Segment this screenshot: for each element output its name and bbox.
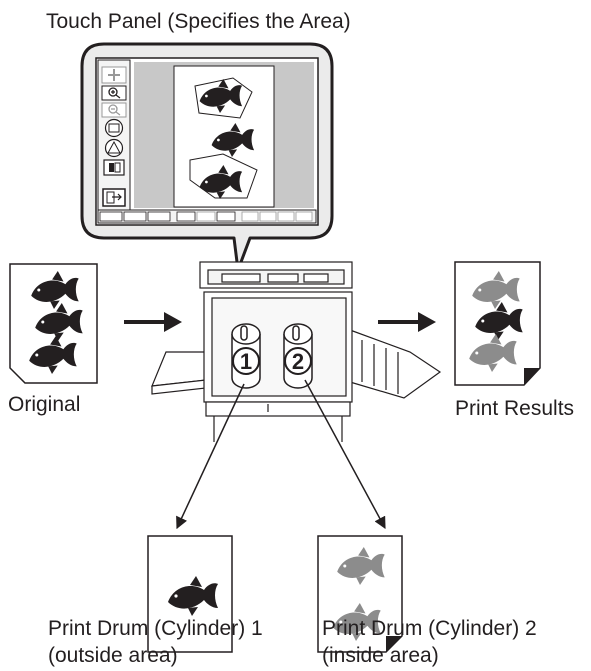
touch-panel-preview <box>134 62 314 208</box>
drum-2-number: 2 <box>292 349 304 374</box>
exit-icon[interactable] <box>102 188 126 207</box>
drum-2-subcaption: (inside area) <box>322 644 439 667</box>
drum-1-subcaption: (outside area) <box>48 644 178 667</box>
area-polygon <box>189 153 258 199</box>
drum-2-caption: Print Drum (Cylinder) 2 <box>322 617 537 640</box>
add-button[interactable] <box>176 211 196 222</box>
arrow-right-icon <box>124 312 182 332</box>
nudge-right-button[interactable] <box>295 211 313 222</box>
nudge-left-button[interactable] <box>241 211 259 222</box>
remove-button[interactable] <box>196 211 216 222</box>
output-tray <box>349 329 442 399</box>
zoom-in-icon[interactable] <box>101 85 127 101</box>
print-drum-1 <box>231 323 261 389</box>
touch-panel-callout <box>80 42 334 272</box>
print-results-document <box>454 261 541 386</box>
polygon-area-icon[interactable] <box>104 138 124 158</box>
drum-2-output-page <box>317 535 403 653</box>
nudge-down-button[interactable] <box>277 211 295 222</box>
drum-1-caption: Print Drum (Cylinder) 1 <box>48 617 263 640</box>
touch-panel-bottom-toolbar <box>97 209 317 224</box>
scan-button[interactable] <box>123 211 147 222</box>
drum-number-badge <box>232 347 260 375</box>
page-icon[interactable] <box>103 159 125 176</box>
print-drum-2 <box>283 323 313 389</box>
drum-2-arrow <box>304 379 386 530</box>
keypad-button[interactable] <box>99 211 123 222</box>
invert-button[interactable] <box>216 211 236 222</box>
nudge-up-button[interactable] <box>259 211 277 222</box>
copy-button[interactable] <box>147 211 171 222</box>
original-label: Original <box>8 393 81 416</box>
rectangle-area-icon[interactable] <box>104 118 124 138</box>
move-icon[interactable] <box>101 66 127 84</box>
original-document <box>9 263 98 384</box>
drum-1-number: 1 <box>240 349 252 374</box>
drum-1-arrow <box>176 383 245 530</box>
zoom-out-icon[interactable] <box>101 102 127 118</box>
arrow-right-icon <box>378 312 436 332</box>
touch-panel-toolbar <box>97 59 131 211</box>
drum-number-badge <box>284 347 312 375</box>
touch-panel-label: Touch Panel (Specifies the Area) <box>46 10 351 33</box>
print-results-label: Print Results <box>455 397 575 420</box>
area-polygon <box>194 77 253 119</box>
drum-1-output-page <box>147 535 233 653</box>
